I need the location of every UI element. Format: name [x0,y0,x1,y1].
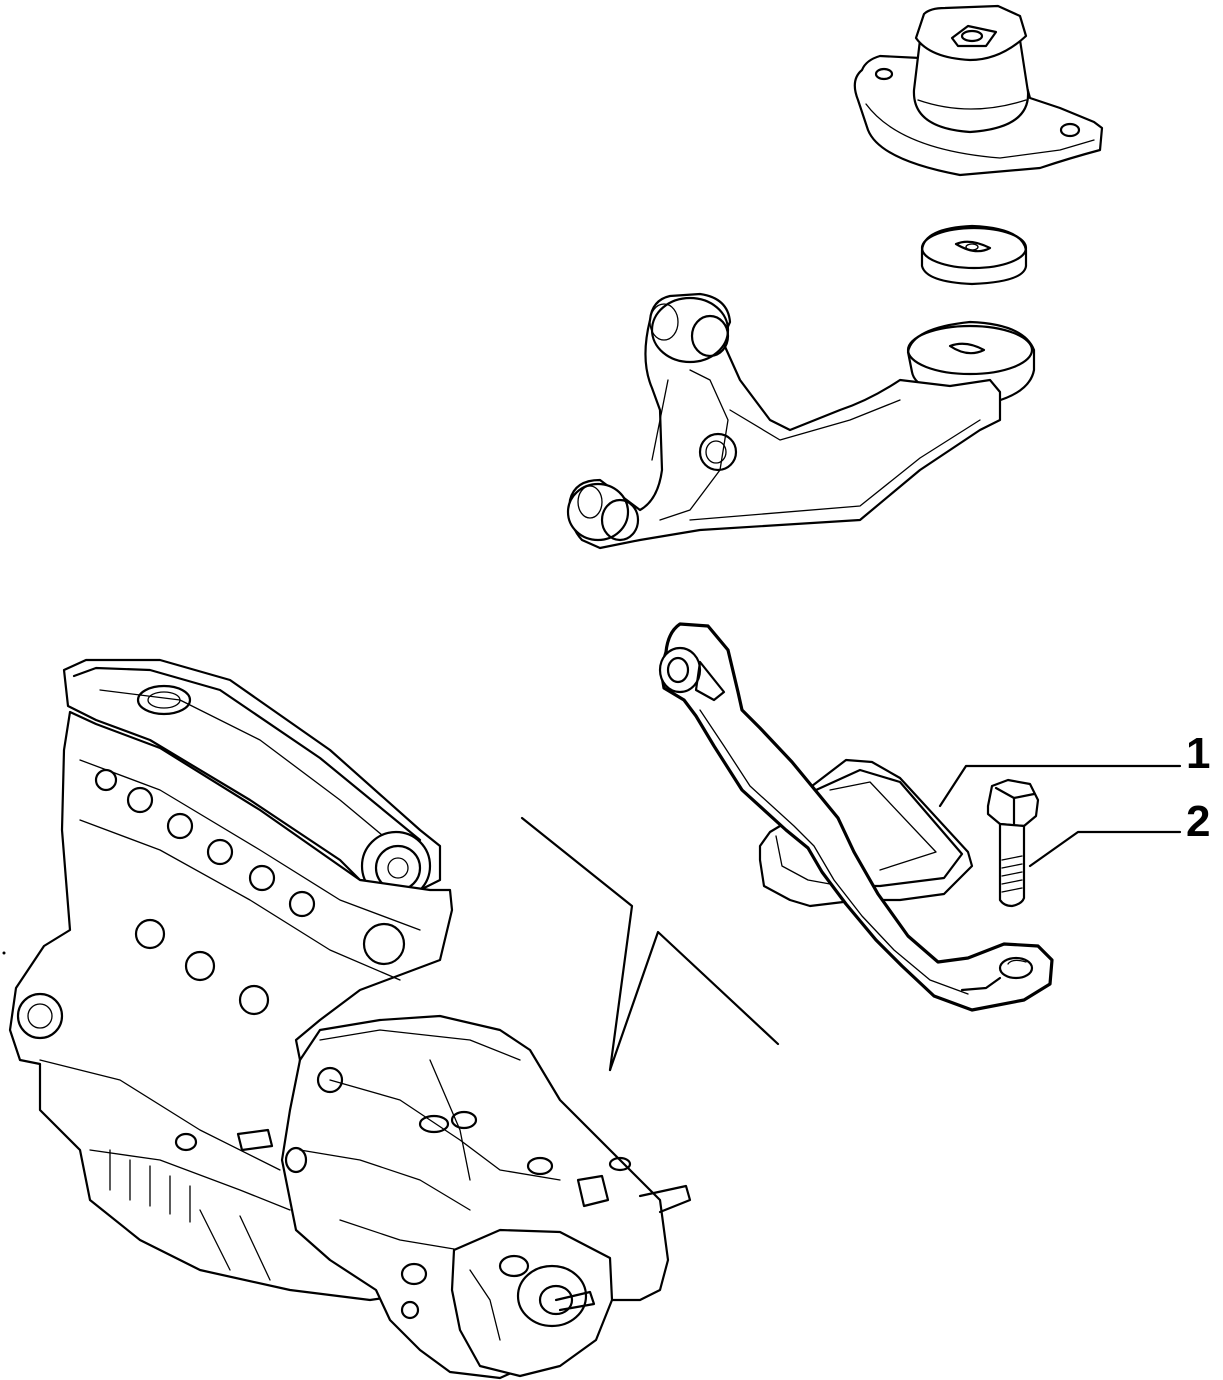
callout-leaders [938,764,1182,868]
callout-label-1: 1 [1186,729,1211,778]
leader-line-1 [938,764,1182,808]
callout-label-2: 2 [1186,797,1211,846]
upper-engine-mount [853,4,1104,177]
part-2-bolt [986,778,1040,908]
engine-gearbox-assembly [2,658,692,1380]
part-1-torque-rod-mount [658,622,1054,1012]
leader-line-2 [1028,830,1182,868]
zoom-wedge-lines [520,816,780,1072]
rubber-washer [920,224,1028,286]
mount-bracket-arm [566,292,1036,550]
